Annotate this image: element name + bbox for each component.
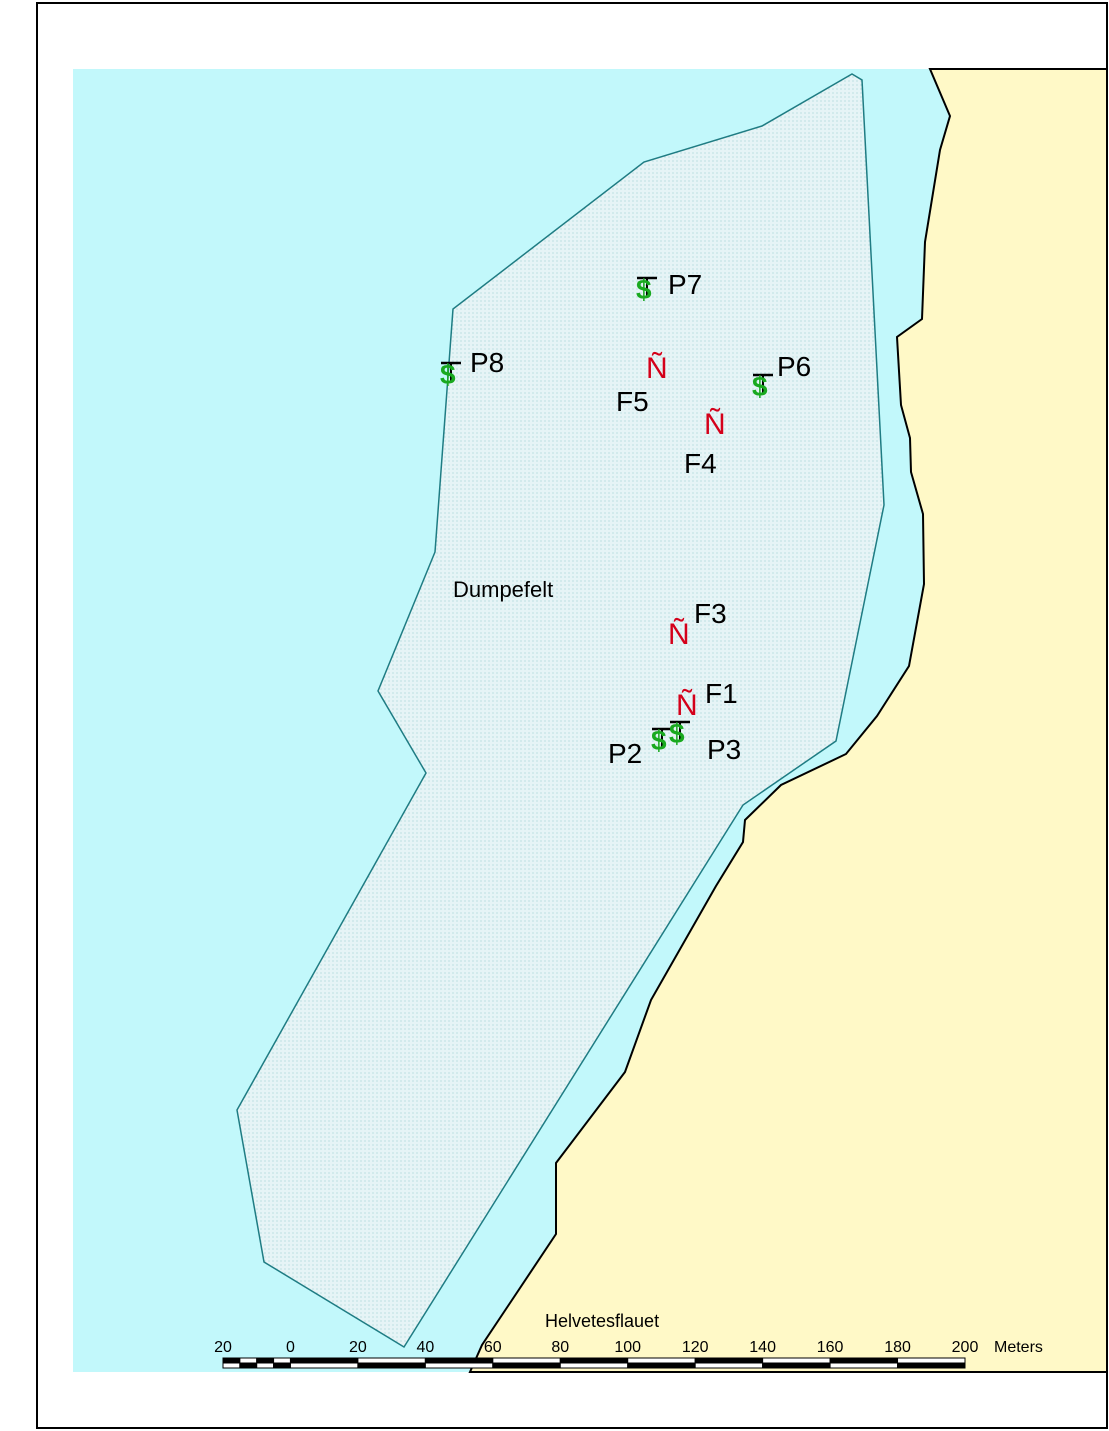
- p-station-icon: $: [651, 725, 667, 756]
- scale-segment: [424, 1362, 494, 1369]
- scale-segment: [762, 1362, 831, 1369]
- station-p2[interactable]: $ P2: [608, 725, 672, 769]
- scale-segment: [694, 1357, 764, 1364]
- land-area: [468, 68, 1108, 1373]
- scale-segment: [222, 1362, 241, 1369]
- f-station-icon: Ñ: [646, 351, 668, 385]
- scale-tick-label: 200: [952, 1339, 979, 1356]
- scale-segment: [273, 1362, 291, 1369]
- scale-segment: [492, 1362, 561, 1369]
- scale-segment: [694, 1362, 764, 1369]
- station-f4[interactable]: Ñ F4: [684, 407, 726, 479]
- scale-tick-label: 80: [551, 1339, 569, 1356]
- scale-segment: [897, 1362, 966, 1369]
- f-station-icon: Ñ: [704, 407, 726, 441]
- scale-segment: [239, 1357, 258, 1364]
- scale-tick-label: 120: [682, 1339, 709, 1356]
- f-station-icon: Ñ: [676, 688, 698, 722]
- scale-segment: [829, 1357, 899, 1364]
- scale-tick-label: 180: [884, 1339, 911, 1356]
- scale-tick-label: 140: [749, 1339, 776, 1356]
- scale-segment: [829, 1362, 899, 1369]
- scale-segment: [357, 1362, 426, 1369]
- station-p6[interactable]: $ P6: [752, 351, 811, 402]
- scale-tick-label: 60: [484, 1339, 502, 1356]
- station-label-p7: P7: [668, 269, 702, 300]
- dump-field: [236, 73, 885, 1349]
- scale-tick-label: 100: [614, 1339, 641, 1356]
- scale-segment: [762, 1357, 831, 1364]
- f-station-icon: Ñ: [668, 617, 690, 651]
- scale-segment: [627, 1362, 696, 1369]
- p-station-icon: $: [752, 371, 768, 402]
- station-p7[interactable]: $ P7: [636, 269, 702, 305]
- station-label-p2: P2: [608, 738, 642, 769]
- p-station-icon: $: [669, 718, 685, 749]
- p-station-icon: $: [440, 359, 456, 390]
- station-label-p8: P8: [470, 347, 504, 378]
- scale-tick-label: 20: [214, 1339, 232, 1356]
- helvetesflauet-label: Helvetesflauet: [545, 1311, 659, 1331]
- station-p3[interactable]: $ P3: [669, 718, 741, 765]
- scale-segment: [559, 1362, 629, 1369]
- scale-segment: [357, 1357, 426, 1364]
- scale-segment: [256, 1362, 275, 1369]
- station-label-f4: F4: [684, 448, 717, 479]
- scale-tick-label: 20: [349, 1339, 367, 1356]
- scale-segment: [289, 1362, 359, 1369]
- scale-segment: [289, 1357, 359, 1364]
- scale-segment: [239, 1362, 258, 1369]
- scale-tick-label: 0: [286, 1339, 295, 1356]
- scale-segment: [256, 1357, 275, 1364]
- scale-unit-label: Meters: [994, 1339, 1043, 1356]
- scale-segment: [492, 1357, 561, 1364]
- scale-tick-label: 160: [817, 1339, 844, 1356]
- station-f3[interactable]: Ñ F3: [668, 598, 727, 651]
- p-station-icon: $: [636, 274, 652, 305]
- scale-segment: [424, 1357, 494, 1364]
- station-label-p3: P3: [707, 734, 741, 765]
- scale-segment: [897, 1357, 966, 1364]
- scale-segment: [627, 1357, 696, 1364]
- station-f5[interactable]: Ñ F5: [616, 351, 668, 417]
- dumpefelt-label: Dumpefelt: [453, 577, 553, 602]
- scale-tick-label: 40: [416, 1339, 434, 1356]
- scale-segment: [559, 1357, 629, 1364]
- scale-segment: [273, 1357, 291, 1364]
- station-f1[interactable]: Ñ F1: [676, 678, 738, 722]
- station-label-f5: F5: [616, 386, 649, 417]
- station-label-f1: F1: [705, 678, 738, 709]
- station-label-f3: F3: [694, 598, 727, 629]
- scale-segment: [222, 1357, 241, 1364]
- station-label-p6: P6: [777, 351, 811, 382]
- station-p8[interactable]: $ P8: [440, 347, 504, 390]
